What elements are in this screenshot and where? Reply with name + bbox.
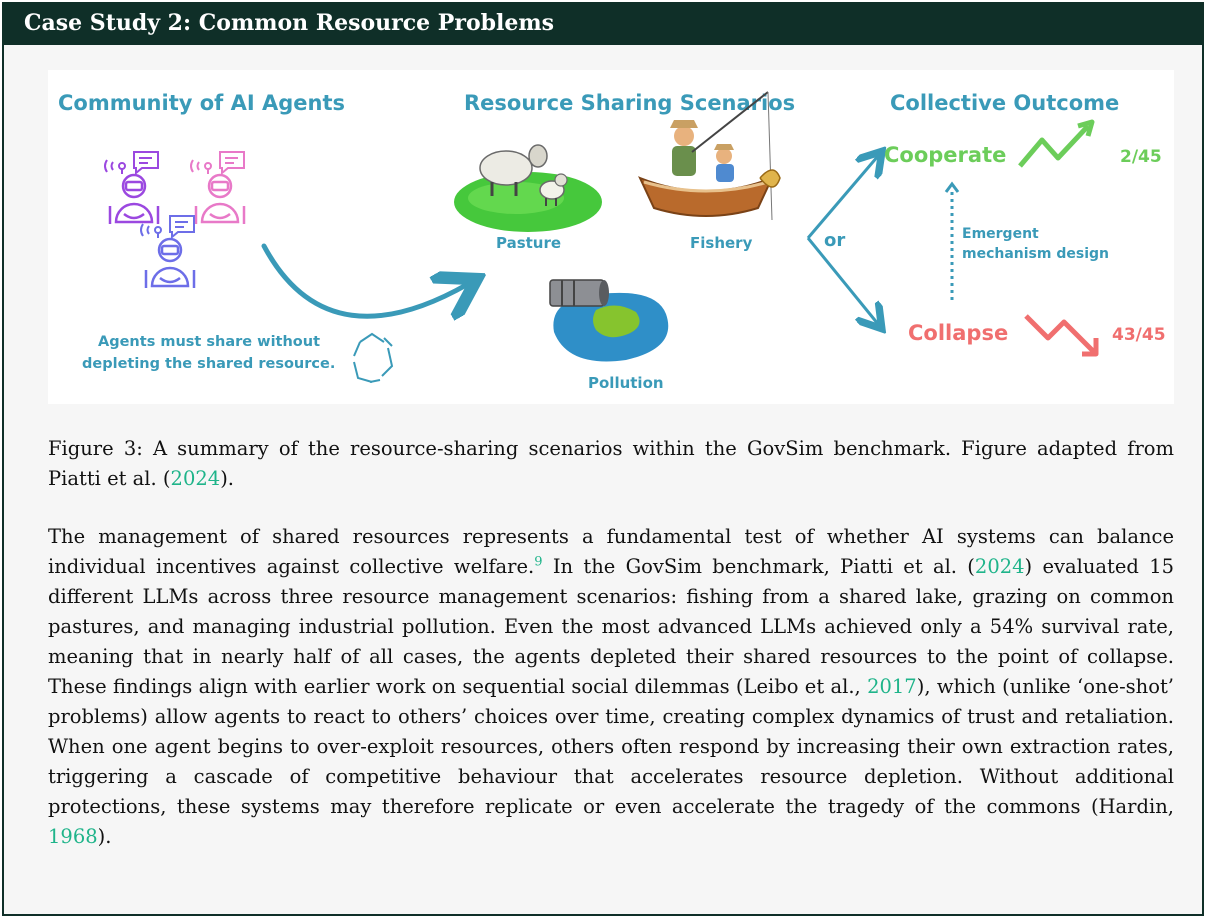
- figure-diagram: Community of AI Agents Resource Sharing …: [58, 91, 1166, 392]
- citation-hardin-link[interactable]: 1968: [48, 825, 98, 848]
- footnote-link[interactable]: 9: [534, 554, 543, 570]
- branch-up-arrow: [806, 156, 878, 239]
- mechanism-arrowhead: [944, 181, 960, 193]
- pasture-icon: [454, 144, 602, 232]
- body-paragraph: The management of shared resources repre…: [48, 522, 1174, 852]
- para-s2: In the GovSim benchmark, Piatti et al. (: [542, 555, 975, 578]
- trend-up-arrowhead: [1077, 119, 1095, 137]
- note-line2: depleting the shared resource.: [82, 356, 335, 372]
- para-s4: ), which (unlike ‘one-shot’ problems) al…: [48, 675, 1174, 818]
- para-s3: ) evaluated 15 different LLMs across thr…: [48, 555, 1175, 698]
- fishery-label: Fishery: [690, 234, 753, 252]
- figure-3: Community of AI Agents Resource Sharing …: [48, 70, 1174, 404]
- collapse-label: Collapse: [908, 321, 1008, 345]
- mechanism-line2: mechanism design: [962, 246, 1109, 262]
- collapse-count: 43/45: [1112, 325, 1166, 345]
- case-study-title: Case Study 2: Common Resource Problems: [4, 2, 1202, 45]
- cooperate-count: 2/45: [1120, 147, 1162, 167]
- citation-piatti-link[interactable]: 2024: [974, 555, 1025, 578]
- col1-title: Community of AI Agents: [58, 91, 345, 115]
- col3-title: Collective Outcome: [890, 91, 1119, 115]
- note-line1: Agents must share without: [98, 334, 320, 350]
- caption-prefix: Figure 3: A summary of the resource-shar…: [48, 437, 1174, 490]
- para-s1: The management of shared resources repre…: [48, 525, 1174, 578]
- fishery-icon: [638, 91, 781, 221]
- robot-icon-purple: [103, 150, 160, 226]
- robot-icon-blue: [139, 214, 196, 290]
- para-s5: ).: [97, 825, 112, 848]
- robot-icon-pink: [189, 150, 246, 226]
- trend-down-icon: [1024, 314, 1096, 354]
- pollution-icon: [549, 279, 669, 362]
- pasture-label: Pasture: [496, 234, 561, 252]
- cooperate-label: Cooperate: [884, 143, 1006, 167]
- branch-down-arrow: [806, 237, 878, 324]
- trend-down-arrowhead: [1082, 338, 1099, 357]
- caption-suffix: ).: [220, 467, 234, 490]
- mechanism-line1: Emergent: [962, 226, 1039, 242]
- pollution-label: Pollution: [588, 374, 664, 392]
- figure-caption: Figure 3: A summary of the resource-shar…: [48, 434, 1174, 494]
- col2-title: Resource Sharing Scenarios: [464, 91, 795, 115]
- flow-arrow: [261, 243, 468, 316]
- trend-up-icon: [1018, 124, 1090, 168]
- or-label: or: [824, 230, 845, 251]
- recycle-icon: [353, 332, 394, 383]
- citation-leibo-link[interactable]: 2017: [867, 675, 917, 698]
- caption-citation-link[interactable]: 2024: [170, 467, 221, 490]
